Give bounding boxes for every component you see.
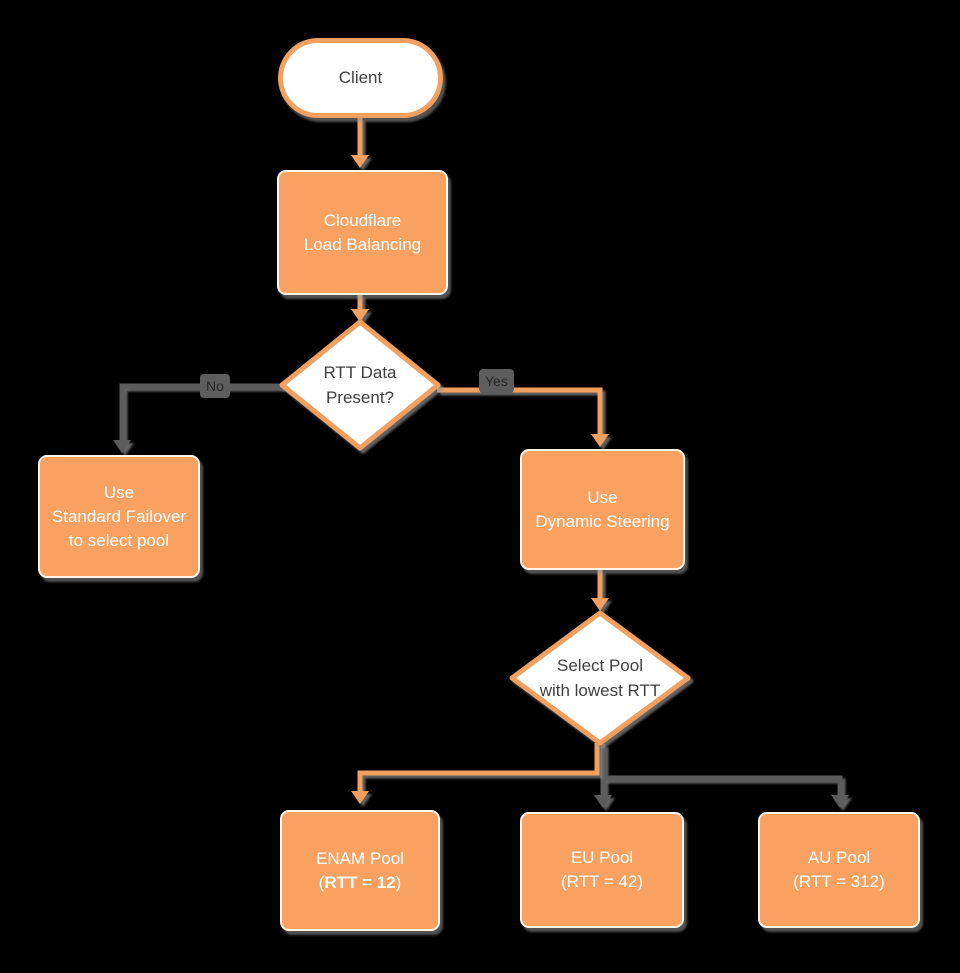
enam-pool-line1: ENAM Pool [316,848,404,868]
enam-rtt-value: RTT = 12 [324,872,396,892]
node-standard-failover: Use Standard Failover to select pool [38,455,200,578]
eu-pool-line2: (RTT = 42) [560,872,644,891]
standard-failover-line2: Standard Failover [51,506,187,526]
arrowhead-decision-icon [351,309,369,322]
edge-label-no: No [200,374,230,398]
arrowhead-no-icon [113,440,131,453]
node-cloudflare-line2: Load Balancing [303,234,422,254]
au-pool-line1: AU Pool [807,848,871,867]
node-cloudflare-line1: Cloudflare [323,210,402,230]
decision-diamonds [279,319,691,746]
arrowhead-dynamicsteering-icon [591,434,609,447]
node-client: Client [278,38,443,118]
edge-selectpool-to-au [600,744,843,796]
arrowhead-enam-icon [351,791,369,804]
standard-failover-line1: Use [103,482,135,502]
edge-label-yes: Yes [479,369,514,393]
edge-decision-yes [437,387,603,435]
arrowhead-selectpool-icon [591,598,609,611]
node-au-pool: AU Pool (RTT = 312) [758,812,920,928]
arrowhead-eu-icon [594,795,612,808]
dynamic-steering-line2: Dynamic Steering [535,511,670,531]
dynamic-steering-line1: Use [587,487,618,507]
arrowhead-au-icon [831,795,849,808]
standard-failover-line3: to select pool [68,530,170,550]
node-eu-pool: EU Pool (RTT = 42) [520,812,684,928]
enam-paren-open: ( [318,872,325,892]
edge-selectpool-to-enam [357,743,600,792]
node-cloudflare-load-balancing: Cloudflare Load Balancing [277,170,448,295]
node-enam-pool: ENAM Pool (RTT = 12) [280,810,440,931]
enam-pool-line2: (RTT = 12) [319,871,402,895]
gray-connectors [113,383,849,808]
node-client-label: Client [338,68,383,87]
au-pool-line2: (RTT = 312) [793,872,885,891]
arrowhead-loadbalancer-icon [351,155,369,168]
eu-pool-line1: EU Pool [570,848,634,867]
node-dynamic-steering: Use Dynamic Steering [520,449,685,570]
diamond-rtt-data-present [279,319,441,451]
enam-paren-close: ) [395,872,402,892]
diamond-select-pool [509,610,691,746]
